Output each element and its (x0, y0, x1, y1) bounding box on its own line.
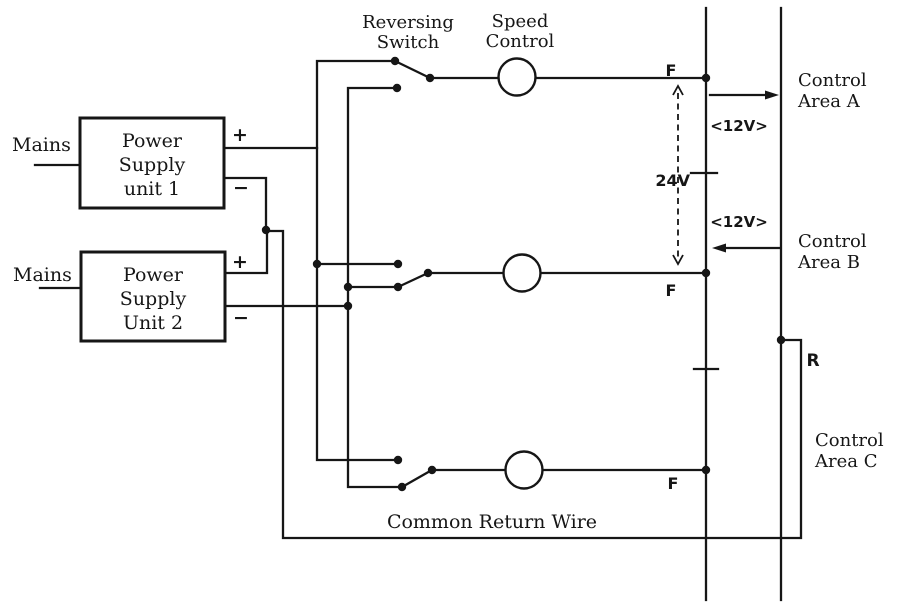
junction-dot (701, 73, 711, 83)
speed-control-label-line-2: Control (486, 31, 555, 52)
control-area-b-feed-arrow-head (712, 243, 726, 253)
psu2-minus-label: − (233, 307, 249, 329)
mains-2-label: Mains (13, 264, 72, 286)
control-area-c-label-line-1: Control (815, 430, 884, 451)
common-return-wire (264, 229, 803, 540)
control-area-b-label-line-1: Control (798, 231, 867, 252)
junction-dot (776, 335, 786, 345)
junction-dot (397, 482, 407, 492)
control-area-a-feed-arrow-head (765, 90, 779, 100)
power-supply-unit-1-box-label-line-2: Supply (119, 154, 186, 176)
power-supply-unit-1-box-label-line-3: unit 1 (124, 178, 180, 200)
speed-control-dial-c (504, 450, 544, 490)
voltage-12v-label-lower: <12V> (710, 213, 768, 231)
voltage-24v-label: 24V (655, 171, 690, 190)
power-supply-unit-1-box-label-line-1: Power (122, 130, 183, 152)
psu1-minus-wire (222, 176, 268, 232)
psu1-minus-label: − (233, 177, 249, 199)
control-area-a-label-line-2: Area A (797, 91, 861, 112)
junction-dot (701, 268, 711, 278)
junction-dot (390, 56, 400, 66)
speed-control-dial-a (497, 57, 537, 97)
reversing-switch-blade-a (393, 59, 432, 80)
speed-control-dial-b (502, 253, 542, 293)
junction-dot (425, 73, 435, 83)
feed-f-label-section-c: F (668, 474, 679, 493)
speed-control-label-line-1: Speed (492, 11, 549, 32)
junction-dot (423, 268, 433, 278)
junction-dot (393, 259, 403, 269)
feed-f-label-section-b: F (666, 281, 677, 300)
power-supply-unit-2-box-label-line-3: Unit 2 (123, 312, 183, 334)
common-return-wire-label: Common Return Wire (387, 511, 597, 533)
psu1-plus-label: + (232, 124, 248, 146)
junction-dot (392, 83, 402, 93)
junction-dot (701, 465, 711, 475)
junction-dot (393, 282, 403, 292)
feed-f-label-section-a: F (666, 61, 677, 80)
power-supply-unit-2-box-label-line-1: Power (123, 264, 184, 286)
psu2-plus-wire (223, 229, 269, 275)
reversing-switch-blade-b (396, 271, 430, 289)
power-supply-unit-1-box (78, 116, 226, 210)
control-area-a-label-line-1: Control (798, 70, 867, 91)
return-r-label: R (806, 351, 819, 371)
reversing-switch-blade-c (400, 468, 434, 489)
junction-dot (427, 465, 437, 475)
junction-dot (393, 455, 403, 465)
voltage-24v-dimension-arrowhead-down (672, 254, 684, 266)
voltage-12v-label-upper: <12V> (710, 117, 768, 135)
reversing-switch-label-line-1: Reversing (362, 12, 454, 33)
junction-dot (343, 282, 353, 292)
reversing-switch-label-line-2: Switch (377, 32, 440, 53)
junction-dot (312, 259, 322, 269)
control-area-c-label-line-2: Area C (814, 451, 877, 472)
junction-dot (343, 301, 353, 311)
voltage-24v-dimension-arrowhead-up (672, 84, 684, 96)
control-area-b-label-line-2: Area B (797, 252, 860, 273)
psu2-plus-label: + (232, 251, 248, 273)
positive-bus (315, 59, 400, 462)
power-supply-unit-2-box (79, 250, 227, 343)
mains-1-label: Mains (12, 134, 71, 156)
junction-dot (261, 225, 271, 235)
power-supply-unit-2-box-label-line-2: Supply (120, 288, 187, 310)
